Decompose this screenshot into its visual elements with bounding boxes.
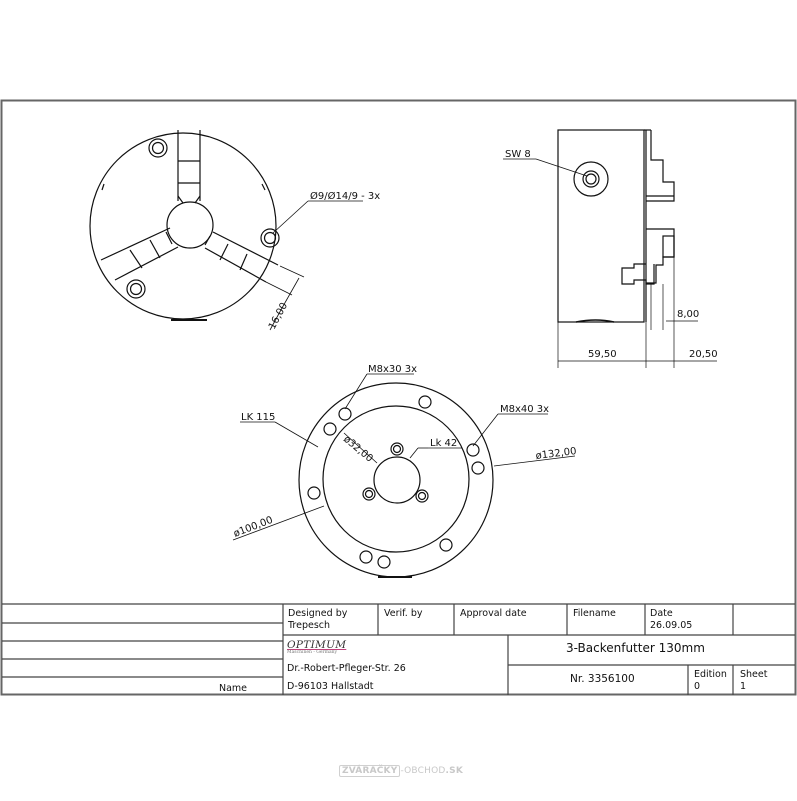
d32-dimension: ø32,00	[341, 434, 375, 465]
front-view	[89, 130, 363, 331]
designed-by-value: Trepesch	[288, 620, 331, 631]
address-line-1: Dr.-Robert-Pfleger-Str. 26	[287, 663, 406, 674]
watermark-light: -OBCHOD	[400, 766, 446, 776]
key-size-label: SW 8	[505, 149, 531, 160]
company-logo: OPTIMUM Maschinen - Germany	[287, 639, 346, 655]
lk115-label: LK 115	[241, 412, 275, 423]
d132-dimension: ø132,00	[535, 446, 577, 462]
slot-width-dimension: 16,00	[267, 301, 290, 331]
body-length-dimension: 59,50	[588, 349, 617, 360]
rear-view	[232, 373, 576, 578]
verified-by-label: Verif. by	[384, 608, 423, 619]
side-view	[503, 129, 717, 368]
m8x30-label: M8x30 3x	[368, 364, 417, 375]
part-number: Nr. 3356100	[570, 673, 635, 685]
m8x40-label: M8x40 3x	[500, 404, 549, 415]
sheet-label: Sheet	[740, 669, 768, 680]
edition-value: 0	[694, 681, 701, 692]
watermark-bold: ZVÁRAČKY	[339, 765, 401, 777]
sheet-value: 1	[740, 681, 747, 692]
d100-dimension: ø100,00	[232, 515, 274, 540]
filename-label: Filename	[573, 608, 616, 619]
company-brand: OPTIMUM	[287, 639, 347, 651]
hole-spec-label: Ø9/Ø14/9 - 3x	[310, 190, 380, 202]
drawing-title: 3-Backenfutter 130mm	[566, 641, 705, 655]
edition-label: Edition	[694, 669, 727, 680]
company-subtitle: Maschinen - Germany	[287, 650, 338, 655]
sheet-frame	[0, 99, 797, 696]
address-line-2: D-96103 Hallstadt	[287, 681, 374, 692]
date-label: Date	[650, 608, 673, 619]
lk42-label: Lk 42	[430, 438, 457, 449]
jaw-length-dimension: 20,50	[689, 349, 718, 360]
watermark: ZVÁRAČKY-OBCHOD.SK	[339, 765, 463, 777]
watermark-tld: .SK	[445, 766, 463, 776]
jaw-step-dimension: 8,00	[677, 309, 699, 320]
name-label: Name	[219, 683, 248, 694]
date-value: 26.09.05	[650, 620, 693, 631]
approval-date-label: Approval date	[460, 608, 527, 619]
designed-by-label: Designed by	[288, 608, 348, 619]
title-block-grid	[2, 603, 795, 695]
